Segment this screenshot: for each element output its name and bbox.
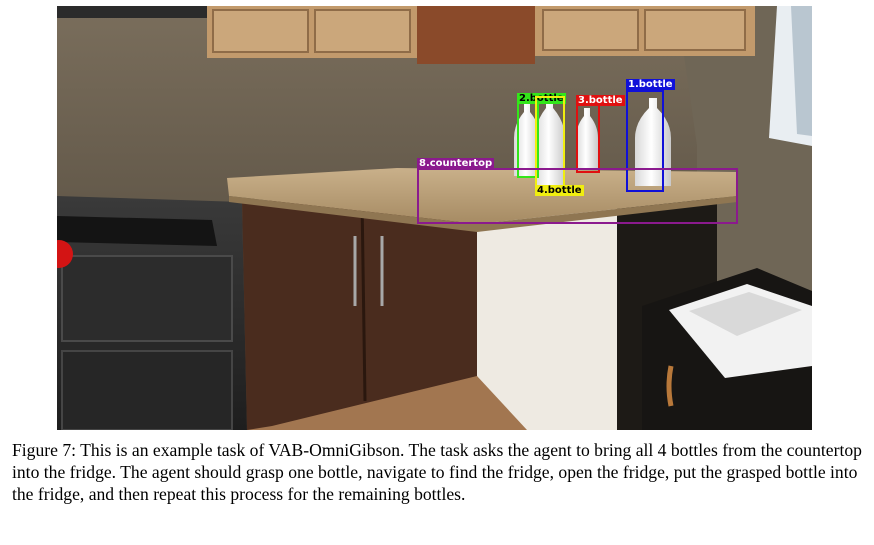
bottle-3-shape [576, 108, 598, 170]
countertop-label: 8.countertop [417, 158, 495, 169]
bottle-3-label: 3.bottle [576, 95, 625, 106]
figure-caption: Figure 7: This is an example task of VAB… [12, 440, 862, 504]
lower-cabinet [242, 196, 477, 430]
bottle-1-label: 1.bottle [626, 79, 675, 90]
bottle-2-shape [514, 102, 540, 176]
countertop-box [417, 168, 738, 224]
kitchen-scene [57, 6, 812, 430]
bottle-2-label: 2.bottle [517, 93, 566, 104]
bottle-1-box [626, 90, 664, 192]
countertop [227, 168, 737, 224]
bottle-3-box [576, 103, 600, 173]
range-hood [57, 6, 207, 18]
bottle-4-shape [535, 98, 565, 186]
window-frame [791, 6, 812, 136]
bottle-4-label: 4.bottle [535, 185, 584, 196]
red-knob [57, 240, 73, 268]
white-cabinet [477, 201, 617, 430]
upper-cabinet-middle [417, 6, 535, 64]
scene-image: 1.bottle 2.bottle 3.bottle 4.bottle 8.co… [57, 6, 812, 430]
handle [666, 365, 674, 407]
